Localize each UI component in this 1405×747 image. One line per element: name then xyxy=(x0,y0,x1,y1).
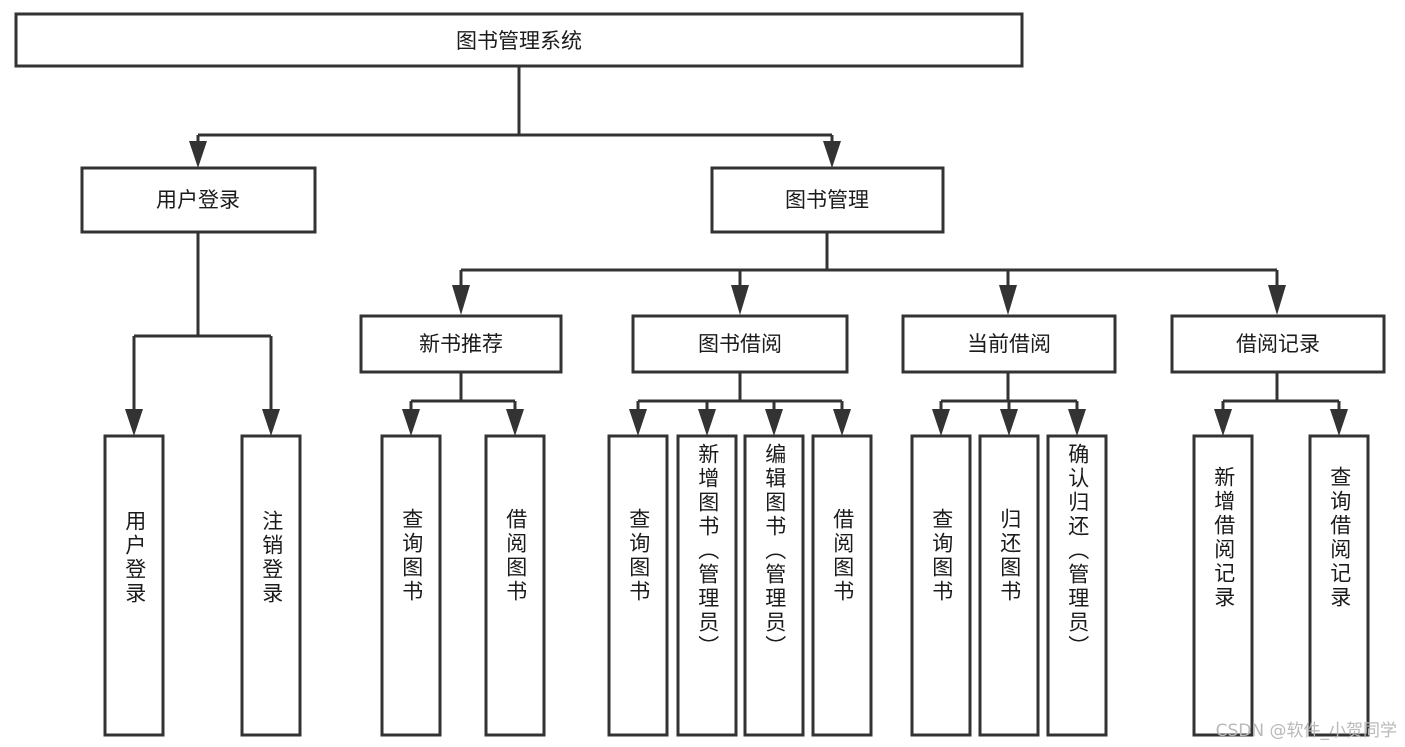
edges-bookmanage-to-level3 xyxy=(452,232,1286,315)
leaf-return-book-box[interactable] xyxy=(978,434,1040,737)
arrow-to-leaf-user-login xyxy=(125,409,143,436)
node-new-book-rec-label: 新书推荐 xyxy=(419,332,503,356)
edges-bookborrow-to-leaves xyxy=(629,372,851,436)
arrow-to-leaf-query-record xyxy=(1330,409,1348,436)
edges-newbook-to-leaves xyxy=(402,372,524,436)
leaf-query-record-box[interactable] xyxy=(1308,434,1370,737)
csdn-watermark: CSDN @软件_小贺同学 xyxy=(1215,721,1397,741)
node-borrow-record-box[interactable] xyxy=(1170,314,1386,374)
leaf-query-book-b-box[interactable] xyxy=(607,434,669,737)
arrow-to-leaf-query-book-b xyxy=(629,409,647,436)
node-user-login-box[interactable] xyxy=(80,166,317,234)
leaf-query-book-a-box[interactable] xyxy=(380,434,442,737)
edges-borrowrecord-to-leaves xyxy=(1214,372,1348,436)
node-book-borrow-label: 图书借阅 xyxy=(698,332,782,356)
arrow-to-new-book-rec xyxy=(452,285,470,315)
leaf-borrow-book-b-box[interactable] xyxy=(811,434,873,737)
arrow-to-book-borrow xyxy=(731,285,749,315)
node-new-book-rec-box[interactable] xyxy=(359,314,563,374)
node-book-borrow-box[interactable] xyxy=(631,314,849,374)
node-current-borrow-box[interactable] xyxy=(901,314,1117,374)
arrow-to-leaf-edit-book xyxy=(765,409,783,436)
leaf-query-book-c-box[interactable] xyxy=(910,434,972,737)
arrow-to-leaf-borrow-book-a xyxy=(506,409,524,436)
leaf-add-book-box[interactable] xyxy=(676,434,738,737)
arrow-to-borrow-record xyxy=(1268,285,1286,315)
leaf-user-logout-box[interactable] xyxy=(240,434,302,737)
leaf-borrow-book-a-box[interactable] xyxy=(484,434,546,737)
edges-userlogin-to-leaves xyxy=(125,232,280,436)
arrow-to-leaf-add-record xyxy=(1214,409,1232,436)
edges-root-to-level2 xyxy=(189,66,841,168)
node-root-label: 图书管理系统 xyxy=(456,29,582,53)
edges-currentborrow-to-leaves xyxy=(932,372,1086,436)
arrow-to-leaf-user-logout xyxy=(262,409,280,436)
arrow-to-leaf-query-book-c xyxy=(932,409,950,436)
arrow-to-leaf-return-book xyxy=(1000,409,1018,436)
node-borrow-record-label: 借阅记录 xyxy=(1236,332,1320,356)
leaf-edit-book-box[interactable] xyxy=(743,434,805,737)
arrow-to-leaf-add-book xyxy=(698,409,716,436)
leaf-confirm-return-box[interactable] xyxy=(1046,434,1108,737)
arrow-to-leaf-query-book-a xyxy=(402,409,420,436)
arrow-to-book-manage xyxy=(823,141,841,168)
node-current-borrow-label: 当前借阅 xyxy=(967,332,1051,356)
leaf-add-record-box[interactable] xyxy=(1192,434,1254,737)
arrow-to-user-login xyxy=(189,141,207,168)
node-user-login-label: 用户登录 xyxy=(156,188,240,212)
node-book-manage-box[interactable] xyxy=(710,166,945,234)
arrow-to-leaf-borrow-book-b xyxy=(833,409,851,436)
arrow-to-current-borrow xyxy=(999,285,1017,315)
arrow-to-leaf-confirm-return xyxy=(1068,409,1086,436)
node-book-manage-label: 图书管理 xyxy=(785,188,869,212)
leaf-user-login-box[interactable] xyxy=(103,434,165,737)
node-root-box[interactable] xyxy=(14,12,1024,68)
